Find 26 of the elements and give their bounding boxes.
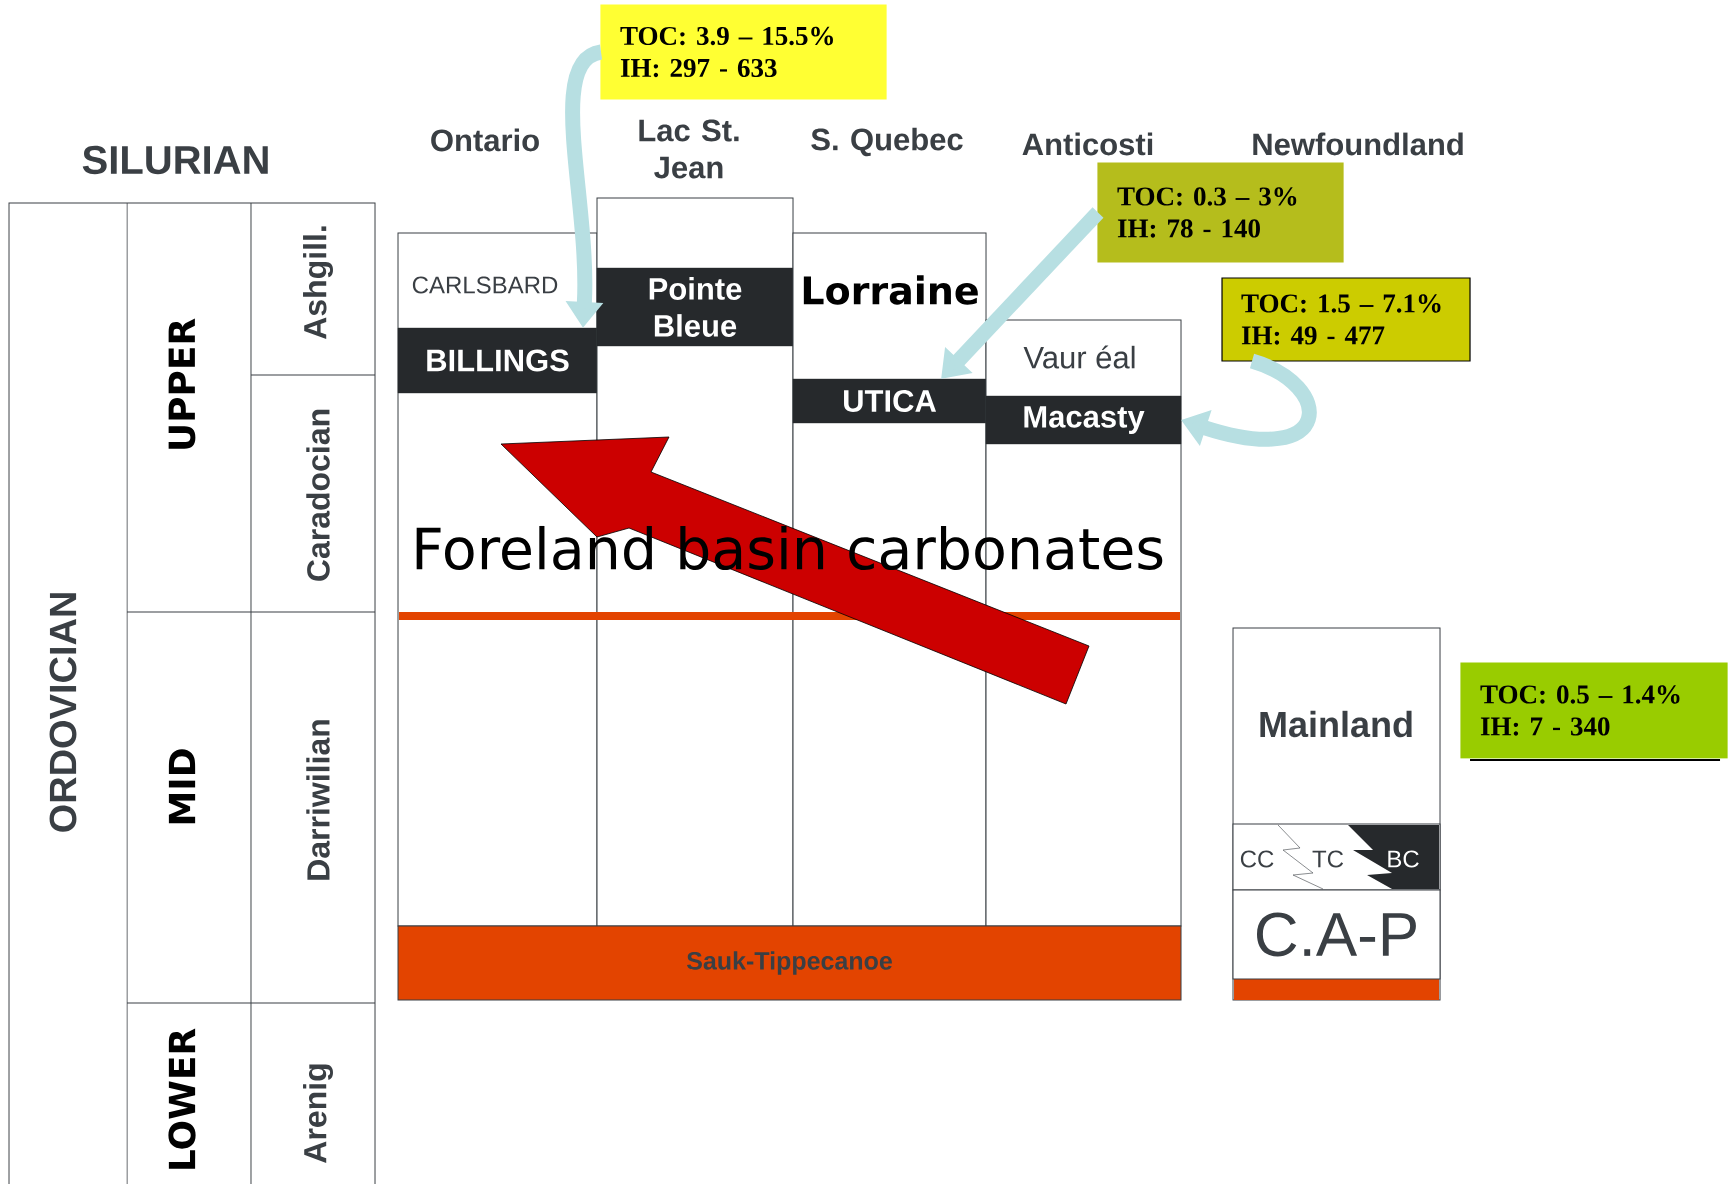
formation-band: BILLINGS — [397, 327, 598, 394]
block-arrow — [941, 207, 1104, 379]
formation-band: Pointe Bleue — [596, 267, 794, 347]
epoch-label: LOWER — [168, 1028, 196, 1169]
column-heading: Anticosti — [1022, 132, 1153, 156]
value-box: TOC: 3.9 – 15.5% IH: 297 - 633 — [600, 4, 887, 100]
facies-band: CC TC BC — [1232, 823, 1441, 891]
value-box: TOC: 1.5 – 7.1% IH: 49 - 477 — [1221, 277, 1471, 362]
formation-box: C.A-P — [1232, 889, 1441, 980]
stage-label: Darriwilian — [306, 720, 330, 880]
stage-label: Ashgill. — [303, 226, 333, 339]
formation-band: UTICA — [792, 378, 987, 424]
column-heading: S. Quebec — [811, 127, 963, 157]
period-label: SILURIAN — [82, 145, 268, 175]
stage-label: Arenig — [303, 1064, 333, 1163]
column-heading: Newfoundland — [1253, 132, 1463, 156]
value-box: TOC: 0.5 – 1.4% IH: 7 - 340 — [1460, 662, 1728, 761]
period-label: ORDOVICIAN — [49, 593, 77, 832]
formation-band: Macasty — [985, 395, 1182, 445]
stage-label: Caradocian — [306, 409, 330, 581]
epoch-label: UPPER — [168, 318, 196, 449]
value-box: TOC: 0.3 – 3% IH: 78 - 140 — [1097, 162, 1344, 263]
column-heading: Lac St. Jean — [639, 119, 739, 179]
unconformity-bar: Sauk-Tippecanoe — [397, 925, 1182, 1001]
column-heading: Ontario — [431, 128, 539, 152]
epoch-label: MID — [168, 749, 196, 824]
